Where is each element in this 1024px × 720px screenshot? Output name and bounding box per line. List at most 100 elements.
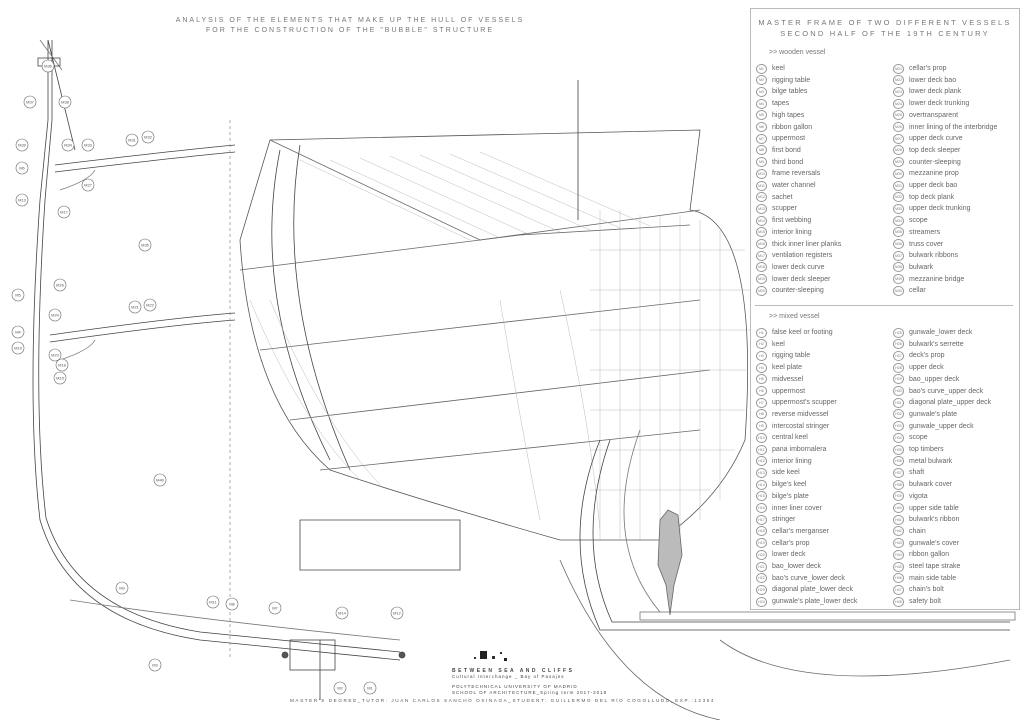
legend-code-badge: H30 — [893, 386, 904, 396]
callout-circle — [15, 138, 29, 152]
callout-circle — [81, 178, 95, 192]
legend-item-label: bilge tables — [772, 88, 808, 96]
legend-code-badge: M30 — [893, 168, 904, 179]
callout-label: M17 — [60, 210, 69, 215]
legend-code-badge: M37 — [893, 250, 904, 261]
legend-item-label: bao_lower deck — [772, 563, 822, 570]
callout-label: M13 — [18, 198, 27, 203]
legend-item-label: ventilation registers — [772, 252, 833, 260]
legend-code-badge: H27 — [893, 350, 904, 361]
legend-code-badge: H47 — [893, 584, 904, 595]
legend-item-label: lower deck — [772, 551, 806, 559]
legend-item-label: upper deck trunking — [909, 205, 971, 213]
legend-item-label: stringer — [772, 516, 796, 524]
mixed-hull-outline — [579, 439, 1010, 631]
legend-code-badge: M35 — [893, 227, 904, 238]
legend-item-label: bao's curve_upper deck — [909, 387, 984, 395]
legend-code-badge: H29 — [893, 374, 904, 385]
legend-item-label: safety bolt — [909, 598, 941, 606]
legend-item-label: rigging table — [772, 352, 811, 360]
legend-code-badge: M23 — [893, 86, 904, 97]
legend-code-badge: M34 — [893, 215, 904, 226]
wooden-vessel-heading: >> wooden vessel — [769, 49, 826, 56]
legend-item-label: counter-sleeping — [772, 287, 824, 295]
callout-label: M40 — [156, 478, 165, 483]
callout-label: M21 — [131, 305, 140, 310]
legend-code-badge: M24 — [893, 98, 904, 109]
legend-item-label: scope — [909, 434, 928, 442]
callout-label: M24 — [51, 313, 60, 318]
legend-code-badge: H44 — [893, 549, 904, 560]
legend-code-badge: H21 — [756, 561, 767, 572]
callout-circle — [141, 130, 155, 144]
legend-item-label: cellar's merganser — [772, 527, 829, 535]
legend-code-badge: M13 — [756, 203, 767, 214]
callout-circle — [41, 59, 55, 73]
legend-code-badge: H22 — [756, 573, 767, 584]
legend-item-label: steel tape strake — [909, 563, 961, 570]
legend-item-label: lower deck bao — [909, 76, 957, 84]
callout-circle — [115, 581, 129, 595]
legend-code-badge: H39 — [893, 491, 904, 502]
legend-item-label: gunwale_lower deck — [909, 329, 973, 336]
callout-label: M15 — [56, 376, 65, 381]
project-name: BETWEEN SEA AND CLIFFS — [452, 668, 575, 674]
legend-item-label: rigging table — [772, 76, 811, 84]
legend-item-label: first bond — [772, 146, 801, 154]
legend-item-label: frame reversals — [772, 170, 821, 178]
callout-circle — [61, 138, 75, 152]
legend-code-badge: H14 — [756, 479, 767, 490]
callout-label: M11 — [209, 600, 217, 605]
callout-circle — [125, 133, 139, 147]
legend-code-badge: M4 — [756, 98, 767, 109]
callout-label: M6 — [19, 166, 25, 171]
legend-code-badge: H46 — [893, 573, 904, 584]
callout-label: M9 — [119, 586, 125, 591]
legend-code-badge: M36 — [893, 239, 904, 249]
legend-item-label: intercostal stringer — [772, 422, 830, 430]
upper-deck-line — [54, 144, 236, 166]
hull-frames — [239, 129, 749, 541]
legend-item-label: inner lining of the interbridge — [909, 123, 998, 131]
legend-code-badge: H32 — [893, 409, 904, 420]
legend-item-label: upper deck — [909, 364, 944, 372]
legend-code-badge: H26 — [893, 339, 904, 350]
callout-circle — [335, 606, 349, 620]
legend-code-badge: M5 — [756, 110, 767, 121]
footer-project: BETWEEN SEA AND CLIFFS Cultural Intercha… — [452, 668, 607, 696]
legend-code-badge: M12 — [756, 192, 767, 203]
legend-code-badge: M28 — [893, 145, 904, 156]
legend-item-label: gunwale_upper deck — [909, 422, 974, 430]
legend-item-label: metal bulwark — [909, 457, 953, 465]
callout-label: M7 — [272, 606, 278, 611]
legend-item-label: bilge's keel — [772, 481, 807, 489]
callout-circle — [390, 606, 404, 620]
legend-item-label: keel plate — [772, 364, 802, 372]
legend-item-label: bulwark ribbons — [909, 252, 959, 260]
